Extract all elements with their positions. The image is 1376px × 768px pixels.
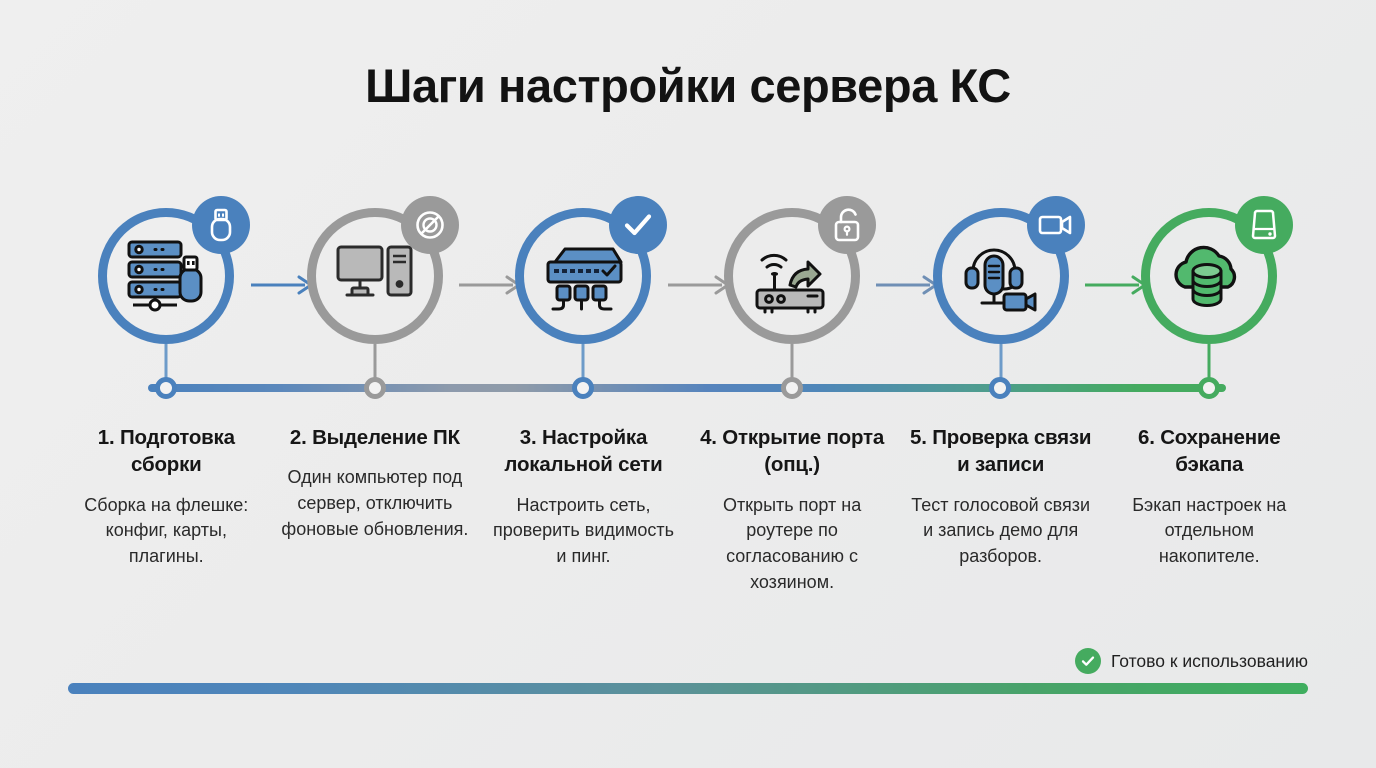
step-5-caption: 5. Проверка связи и записи Тест голосово…: [896, 424, 1105, 596]
timeline-node-4[interactable]: [780, 377, 803, 399]
step-5-ring: [932, 208, 1069, 344]
step-4[interactable]: [688, 196, 938, 388]
step-1-stem: [164, 344, 168, 388]
step-5-circle-wrap: [932, 196, 1085, 388]
step-1-circle-wrap: [98, 196, 251, 388]
usb-drive-icon: [210, 208, 232, 242]
timeline-node-1[interactable]: [155, 377, 177, 399]
timeline-node-2[interactable]: [363, 377, 386, 399]
timeline-node-3[interactable]: [572, 377, 595, 399]
step-2-description: Один компьютер под сервер, отключить фон…: [281, 467, 469, 540]
step-2-stem: [373, 344, 377, 388]
network-switch-icon: [515, 208, 651, 344]
step-2-ring: [306, 208, 443, 344]
step-4-circle-wrap: [724, 196, 877, 388]
server-rack-usb-icon: [98, 208, 234, 344]
step-4-stem: [790, 344, 794, 388]
step-3-circle-wrap: [515, 196, 668, 388]
step-5-description: Тест голосовой связи и запись демо для р…: [911, 494, 1091, 567]
step-2-caption: 2. Выделение ПК Один компьютер под серве…: [271, 424, 480, 596]
step-1-ring: [98, 208, 235, 344]
step-6-badge: [1235, 196, 1294, 254]
step-2-badge: [400, 196, 459, 254]
step-5-badge: [1026, 196, 1085, 254]
checkmark-icon: [625, 214, 652, 236]
step-6-caption: 6. Сохранение бэкапа Бэкап настроек на о…: [1105, 424, 1314, 596]
page-title: Шаги настройки сервера КС: [365, 59, 1011, 112]
step-6-description: Бэкап настроек на отдельном накопителе.: [1132, 494, 1287, 567]
step-4-title: 4. Открытие порта (опц.): [700, 426, 885, 477]
step-5[interactable]: [896, 196, 1147, 388]
timeline-node-6[interactable]: [1198, 377, 1220, 399]
video-camera-icon: [1038, 215, 1071, 235]
status-badge: Готово к использованию: [1074, 648, 1308, 674]
step-3[interactable]: [479, 196, 730, 388]
check-circle-icon: [1074, 648, 1101, 674]
cloud-database-icon: [1141, 208, 1277, 344]
step-1-badge: [192, 196, 251, 254]
step-6-circle-wrap: [1141, 196, 1294, 388]
step-3-caption: 3. Настройка локальной сети Настроить се…: [479, 424, 688, 596]
timeline-track: [148, 377, 1226, 399]
step-3-description: Настроить сеть, проверить видимость и пи…: [492, 494, 674, 567]
step-4-ring: [724, 208, 861, 344]
step-6-ring: [1141, 208, 1278, 344]
step-4-badge: [818, 196, 877, 254]
step-6[interactable]: [1105, 196, 1314, 388]
external-hard-drive-icon: [1252, 209, 1277, 240]
step-1-title: 1. Подготовка сборки: [97, 426, 235, 477]
headset-microphone-camera-icon: [933, 208, 1069, 344]
step-6-title: 6. Сохранение бэкапа: [1138, 426, 1281, 477]
progress-bar: [68, 683, 1308, 694]
desktop-computer-icon: [307, 208, 443, 344]
step-3-title: 3. Настройка локальной сети: [504, 426, 663, 477]
step-3-ring: [515, 208, 652, 344]
step-5-stem: [999, 344, 1003, 388]
step-2-title: 2. Выделение ПК: [289, 426, 460, 449]
step-1[interactable]: [62, 196, 313, 388]
step-1-caption: 1. Подготовка сборки Сборка на флешке: к…: [62, 424, 271, 596]
steps-icon-row: [62, 196, 1314, 388]
step-3-stem: [581, 344, 585, 388]
step-1-description: Сборка на флешке: конфиг, карты, плагины…: [84, 494, 249, 567]
wifi-router-forward-icon: [724, 208, 860, 344]
timeline-node-5[interactable]: [989, 377, 1012, 399]
step-2[interactable]: [271, 196, 521, 388]
step-4-description: Открыть порт на роутере по согласованию …: [722, 494, 862, 593]
step-3-badge: [609, 196, 668, 254]
step-6-stem: [1207, 344, 1211, 388]
unlocked-padlock-icon: [834, 208, 860, 242]
steps-caption-row: 1. Подготовка сборки Сборка на флешке: к…: [62, 424, 1314, 596]
step-4-caption: 4. Открытие порта (опц.) Открыть порт на…: [688, 424, 897, 596]
status-label: Готово к использованию: [1110, 650, 1308, 671]
step-5-title: 5. Проверка связи и записи: [910, 426, 1092, 477]
no-entry-slash-icon: [416, 211, 444, 239]
step-2-circle-wrap: [306, 196, 459, 388]
